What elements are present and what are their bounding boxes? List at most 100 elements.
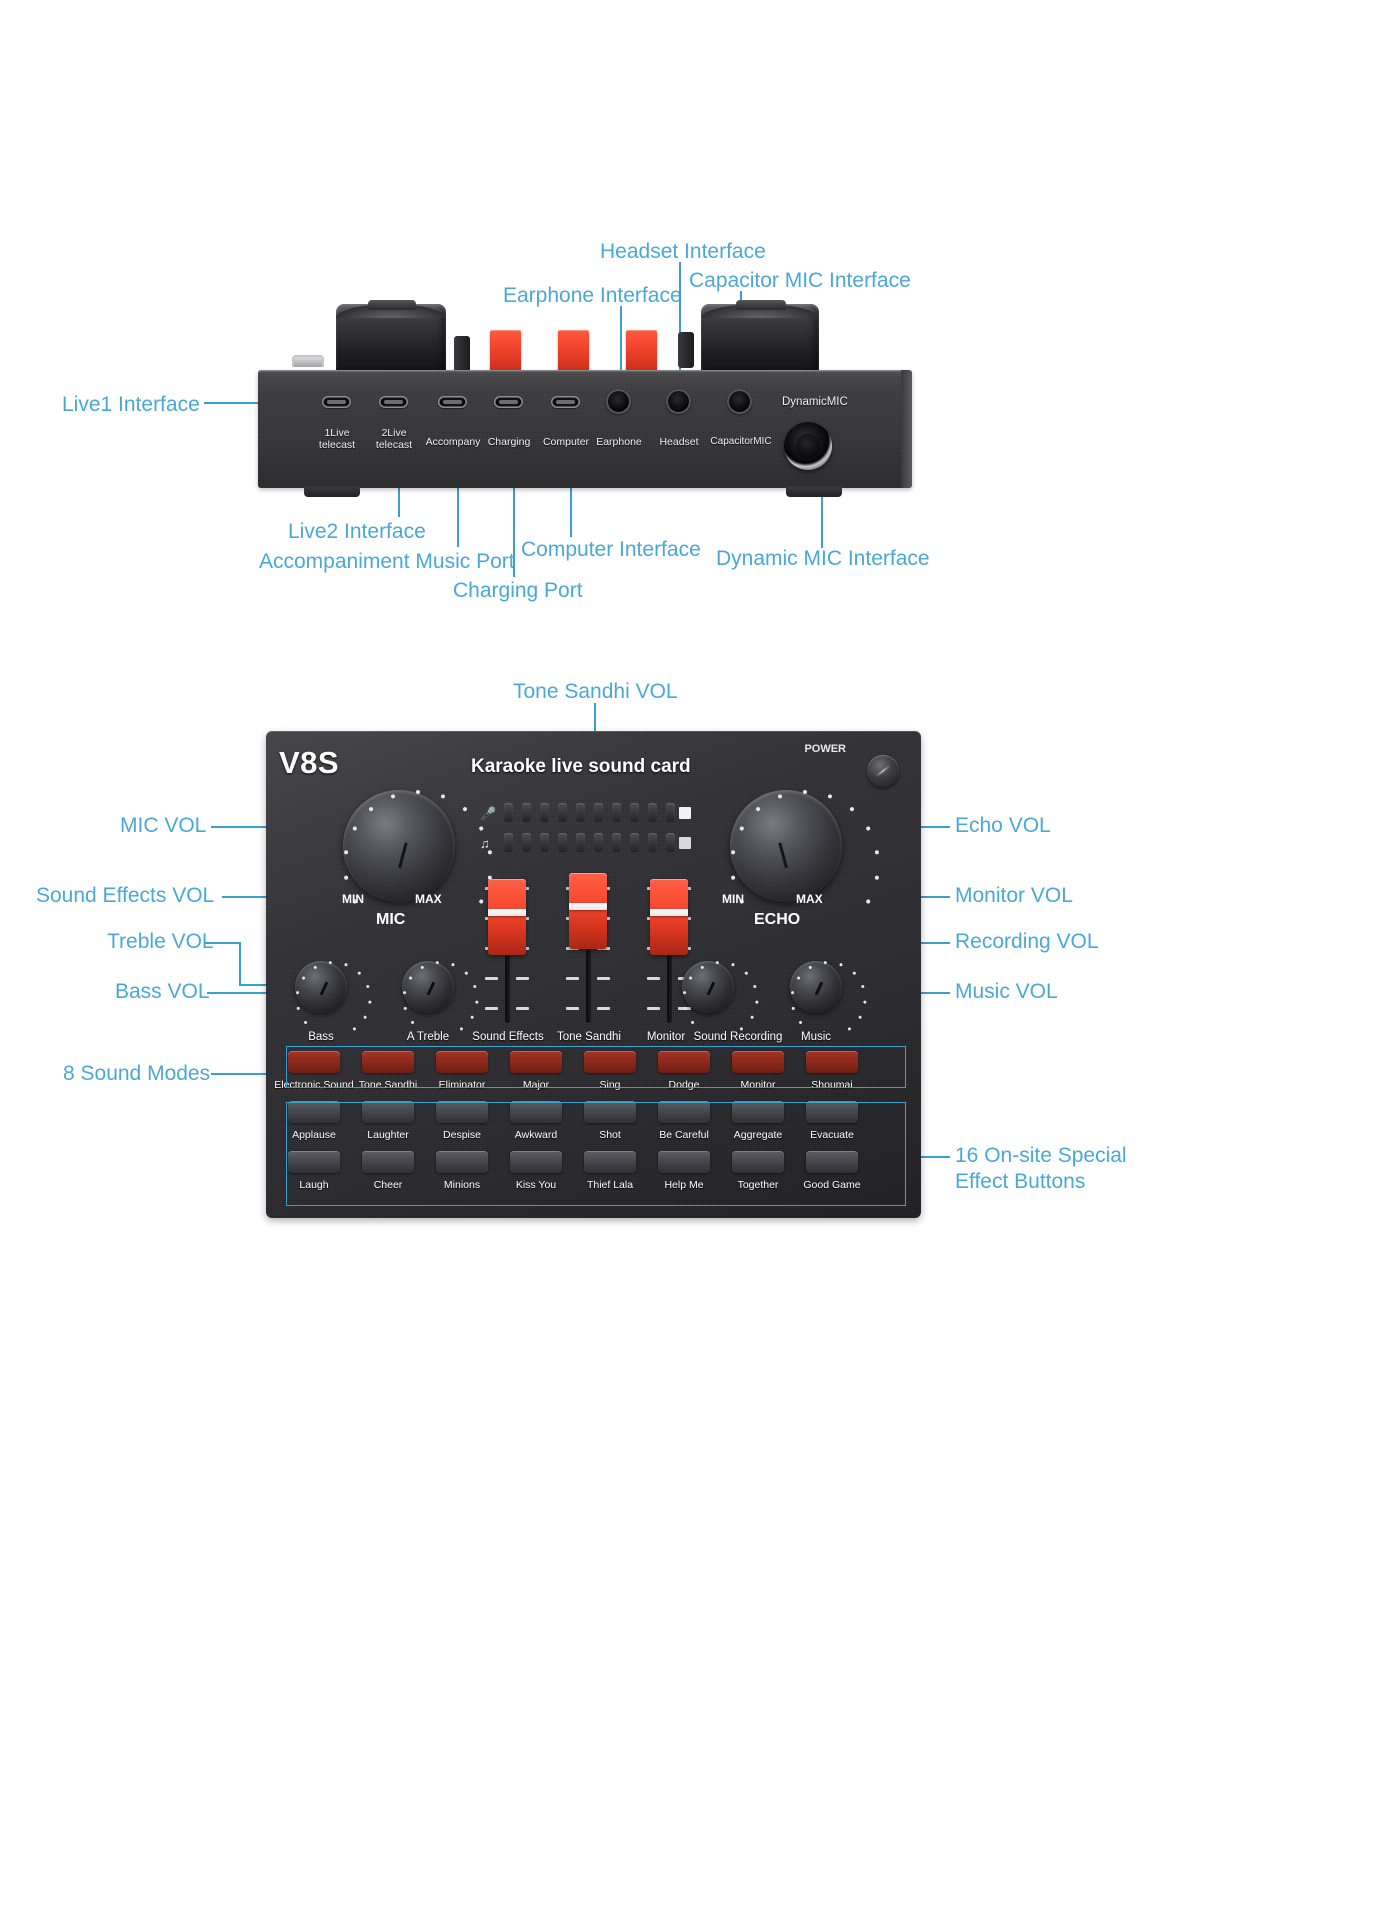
mode-button-dodge[interactable] <box>658 1051 710 1073</box>
bass-knob[interactable] <box>295 961 347 1013</box>
caption-monitor: Monitor <box>646 1031 686 1043</box>
echo-volume-knob[interactable] <box>730 790 842 902</box>
port-label-live2-line1: 2Live <box>381 427 407 439</box>
music-knob[interactable] <box>790 961 842 1013</box>
port-earphone[interactable] <box>606 389 631 414</box>
knob-protrusion-left <box>336 304 446 374</box>
port-capacitor-mic[interactable] <box>727 389 752 414</box>
fx-caption-applause: Applause <box>292 1129 336 1141</box>
mode-caption-monitor: Monitor <box>740 1079 776 1091</box>
port-live2-telecast[interactable] <box>379 396 408 408</box>
fx-button-minions[interactable] <box>436 1151 488 1173</box>
port-label-dynamic-mic: DynamicMIC <box>782 396 848 408</box>
caption-a-treble: A Treble <box>406 1031 450 1043</box>
callout-treble-vol: Treble VOL <box>107 930 214 953</box>
callout-eight-sound-modes: 8 Sound Modes <box>63 1062 211 1085</box>
fx-button-thief-lala[interactable] <box>584 1151 636 1173</box>
power-button[interactable] <box>867 755 899 787</box>
port-live1-telecast[interactable] <box>322 396 351 408</box>
port-dynamic-mic[interactable] <box>784 422 832 470</box>
port-headset[interactable] <box>666 389 691 414</box>
callout-charging-port: Charging Port <box>453 579 583 602</box>
port-label-live1-line2: telecast <box>318 439 356 452</box>
bass-knob-tick-ring <box>295 961 371 1037</box>
mic-volume-knob[interactable] <box>343 790 455 902</box>
fx-button-laughter[interactable] <box>362 1101 414 1123</box>
fx-button-be-careful[interactable] <box>658 1101 710 1123</box>
callout-dynamic-mic-interface: Dynamic MIC Interface <box>716 547 930 570</box>
mode-button-eliminator[interactable] <box>436 1051 488 1073</box>
port-label-live1-line1: 1Live <box>324 427 350 439</box>
mic-channel-label: MIC <box>376 911 406 928</box>
caption-tone-sandhi: Tone Sandhi <box>557 1031 621 1043</box>
knob-cap-left <box>368 300 416 310</box>
callout-capacitor-mic-interface: Capacitor MIC Interface <box>689 269 911 292</box>
leader-headset <box>679 262 681 392</box>
fx-caption-together: Together <box>737 1179 779 1191</box>
mode-caption-electronic-sound: Electronic Sound <box>274 1079 354 1091</box>
mode-caption-shoumai: Shoumai <box>811 1079 853 1091</box>
knob-protrusion-right <box>701 304 819 374</box>
leader-special-effects <box>900 1156 950 1158</box>
callout-live1-interface: Live1 Interface <box>62 393 200 416</box>
microphone-icon: 🎤 <box>480 806 497 821</box>
leader-treble-b <box>239 942 241 984</box>
sound-recording-knob[interactable] <box>682 961 734 1013</box>
fx-caption-help-me: Help Me <box>664 1179 704 1191</box>
mode-button-monitor[interactable] <box>732 1051 784 1073</box>
echo-scale-max: MAX <box>796 892 823 906</box>
monitor-fader[interactable] <box>650 879 688 955</box>
callout-headset-interface: Headset Interface <box>600 240 766 263</box>
mode-caption-tone-sandhi: Tone Sandhi <box>358 1079 418 1091</box>
mode-caption-sing: Sing <box>599 1079 621 1091</box>
power-label: POWER <box>804 743 846 755</box>
v8s-logo: V8S <box>279 745 340 780</box>
mode-button-tone-sandhi[interactable] <box>362 1051 414 1073</box>
fx-caption-thief-lala: Thief Lala <box>586 1179 634 1191</box>
panel-foot-right <box>786 486 842 497</box>
fx-button-together[interactable] <box>732 1151 784 1173</box>
sound-effects-fader[interactable] <box>488 879 526 955</box>
mode-button-major[interactable] <box>510 1051 562 1073</box>
v8s-title: Karaoke live sound card <box>471 756 691 777</box>
mic-scale-min: MIN <box>342 892 364 906</box>
callout-special-effect-buttons: 16 On-site Special Effect Buttons <box>955 1144 1127 1194</box>
fx-button-cheer[interactable] <box>362 1151 414 1173</box>
treble-knob[interactable] <box>402 961 454 1013</box>
fx-button-kiss-you[interactable] <box>510 1151 562 1173</box>
callout-echo-vol: Echo VOL <box>955 814 1051 837</box>
callout-earphone-interface: Earphone Interface <box>503 284 682 307</box>
callout-monitor-vol: Monitor VOL <box>955 884 1073 907</box>
fx-button-shot[interactable] <box>584 1101 636 1123</box>
tone-sandhi-fader[interactable] <box>569 873 607 949</box>
mode-button-shoumai[interactable] <box>806 1051 858 1073</box>
fx-caption-be-careful: Be Careful <box>659 1129 709 1141</box>
caption-music: Music <box>800 1031 832 1043</box>
mode-caption-dodge: Dodge <box>668 1079 700 1091</box>
panel-edge-right <box>901 370 912 488</box>
fx-button-evacuate[interactable] <box>806 1101 858 1123</box>
fx-caption-minions: Minions <box>443 1179 481 1191</box>
fx-caption-good-game: Good Game <box>803 1179 861 1191</box>
fx-button-despise[interactable] <box>436 1101 488 1123</box>
port-accompany[interactable] <box>438 396 467 408</box>
callout-bass-vol: Bass VOL <box>115 980 210 1003</box>
fx-button-good-game[interactable] <box>806 1151 858 1173</box>
port-computer[interactable] <box>551 396 580 408</box>
fx-button-laugh[interactable] <box>288 1151 340 1173</box>
fx-button-aggregate[interactable] <box>732 1101 784 1123</box>
mic-scale-max: MAX <box>415 892 442 906</box>
port-label-live2: 2Live telecast <box>359 427 429 451</box>
port-label-computer: Computer <box>542 436 590 448</box>
fx-button-awkward[interactable] <box>510 1101 562 1123</box>
leader-earphone <box>620 306 622 392</box>
mode-button-sing[interactable] <box>584 1051 636 1073</box>
port-label-live2-line2: telecast <box>375 439 413 452</box>
fx-button-help-me[interactable] <box>658 1151 710 1173</box>
port-label-earphone: Earphone <box>596 436 642 448</box>
port-charging[interactable] <box>494 396 523 408</box>
mode-button-electronic-sound[interactable] <box>288 1051 340 1073</box>
treble-knob-tick-ring <box>402 961 478 1037</box>
fx-button-applause[interactable] <box>288 1101 340 1123</box>
port-label-charging: Charging <box>487 436 531 448</box>
